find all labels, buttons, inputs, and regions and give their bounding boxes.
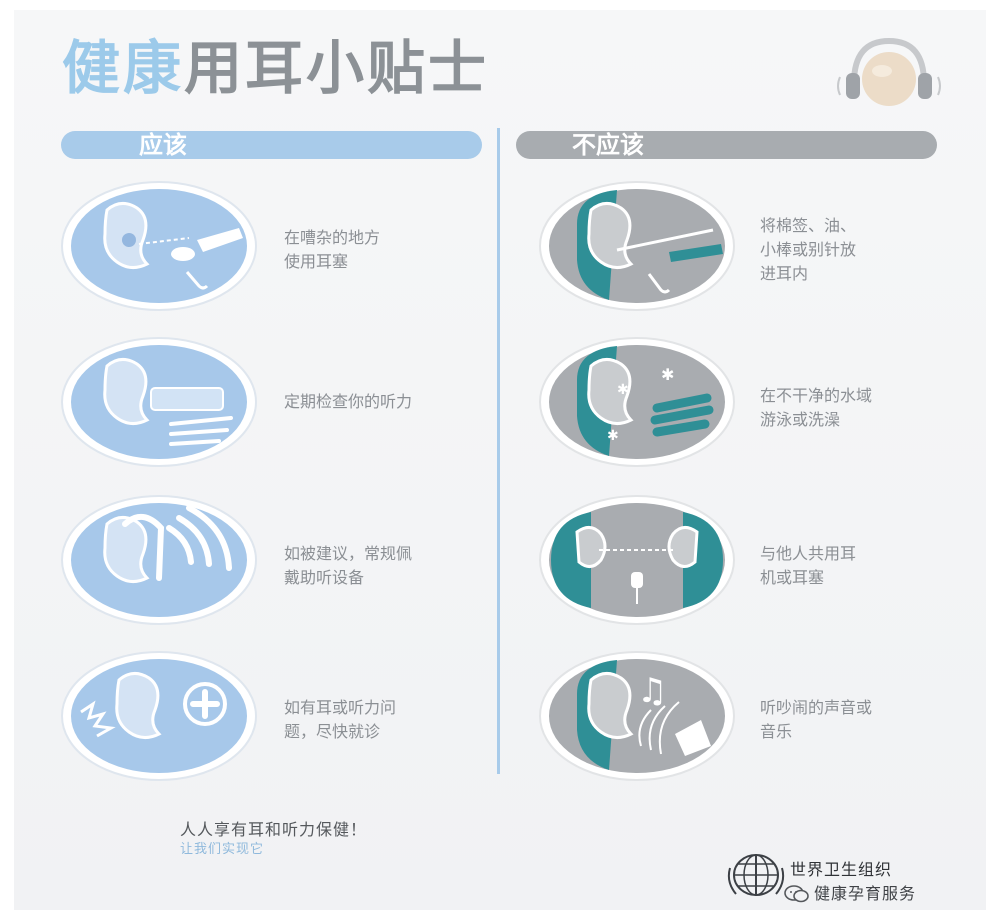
tip-text: 如被建议，常规佩 戴助听设备	[284, 542, 484, 590]
title-rest: 用耳小贴士	[184, 34, 490, 102]
title-highlight: 健康	[62, 34, 185, 102]
tip-line: 定期检查你的听力	[284, 392, 413, 411]
should-header: 应该	[61, 131, 482, 159]
dirty-water-icon: ✱ ✱ ✱	[539, 337, 735, 467]
tip-line: 如有耳或听力问	[284, 698, 397, 717]
tip-text: 在不干净的水域 游泳或洗澡	[760, 384, 960, 432]
tip-line: 在不干净的水域	[760, 386, 873, 405]
tip-text: 定期检查你的听力	[284, 390, 484, 414]
svg-text:✱: ✱	[607, 428, 619, 444]
medical-help-icon	[61, 651, 257, 781]
cotton-swab-icon	[539, 181, 735, 311]
who-name: 世界卫生组织	[790, 860, 893, 879]
hearing-test-icon	[61, 337, 257, 467]
tip-line: 听吵闹的声音或	[760, 698, 873, 717]
footer-sub: 让我们实现它	[180, 842, 265, 857]
tip-text: 与他人共用耳 机或耳塞	[760, 542, 960, 590]
should-not-header: 不应该	[516, 131, 937, 159]
tip-line: 与他人共用耳	[760, 544, 857, 563]
tip-line: 音乐	[760, 722, 793, 741]
earplug-icon	[61, 181, 257, 311]
tip-line: 使用耳塞	[284, 252, 349, 271]
svg-text:♫: ♫	[637, 671, 667, 711]
tip-line: 如被建议，常规佩	[284, 544, 413, 563]
tip-text: 在嘈杂的地方 使用耳塞	[284, 226, 484, 274]
column-divider	[497, 128, 500, 774]
tip-text: 如有耳或听力问 题，尽快就诊	[284, 696, 484, 744]
page-title: 健康用耳小贴士	[62, 32, 489, 104]
wechat-account-name: 健康孕育服务	[814, 884, 917, 903]
footer-slogan: 人人享有耳和听力保健！	[180, 820, 368, 839]
tip-line: 在嘈杂的地方	[284, 228, 381, 247]
tip-line: 将棉签、油、	[760, 216, 857, 235]
shared-earphones-icon	[539, 495, 735, 625]
tip-line: 进耳内	[760, 264, 809, 283]
loud-music-icon: ♫	[539, 651, 735, 781]
tip-line: 游泳或洗澡	[760, 410, 841, 429]
headphones-logo-icon	[837, 37, 941, 106]
wechat-icon	[784, 885, 809, 903]
tip-line: 小棒或别针放	[760, 240, 857, 259]
svg-text:✱: ✱	[617, 382, 629, 398]
tip-text: 将棉签、油、 小棒或别针放 进耳内	[760, 214, 960, 286]
tip-line: 机或耳塞	[760, 568, 825, 587]
hearing-aid-icon	[61, 495, 257, 625]
tip-line: 戴助听设备	[284, 568, 365, 587]
tip-text: 听吵闹的声音或 音乐	[760, 696, 960, 744]
tip-line: 题，尽快就诊	[284, 722, 381, 741]
infographic-page: 健康用耳小贴士 应该 不应该 在嘈杂的地方 使用耳塞 定期检查你的听力	[14, 10, 986, 910]
who-emblem-icon	[727, 854, 785, 896]
svg-text:✱: ✱	[661, 365, 674, 384]
